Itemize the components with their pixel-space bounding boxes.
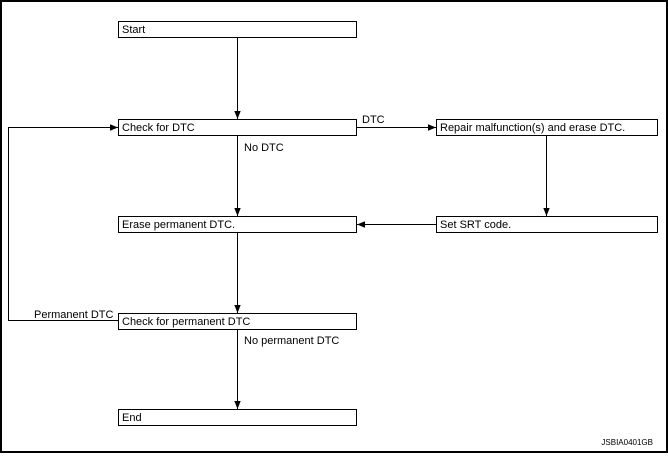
arrow-loop-back-to-check-dtc xyxy=(8,124,118,321)
edge-label-dtc: DTC xyxy=(362,114,385,126)
node-check-dtc-label: Check for DTC xyxy=(122,122,195,134)
node-erase-permanent-label: Erase permanent DTC. xyxy=(122,219,235,231)
node-set-srt: Set SRT code. xyxy=(436,216,658,233)
node-erase-permanent: Erase permanent DTC. xyxy=(118,216,357,233)
edge-label-no-permanent-dtc: No permanent DTC xyxy=(244,335,339,347)
node-repair: Repair malfunction(s) and erase DTC. xyxy=(436,119,658,136)
edge-label-permanent-dtc: Permanent DTC xyxy=(34,309,114,321)
node-end: End xyxy=(118,409,357,426)
edge-label-no-dtc: No DTC xyxy=(244,142,284,154)
node-repair-label: Repair malfunction(s) and erase DTC. xyxy=(440,122,625,134)
node-end-label: End xyxy=(122,412,142,424)
node-check-dtc: Check for DTC xyxy=(118,119,357,136)
figure-code: JSBIA0401GB xyxy=(601,438,653,447)
node-start: Start xyxy=(118,21,357,38)
node-check-permanent: Check for permanent DTC xyxy=(118,313,357,330)
node-start-label: Start xyxy=(122,24,145,36)
node-check-permanent-label: Check for permanent DTC xyxy=(122,316,250,328)
node-set-srt-label: Set SRT code. xyxy=(440,219,511,231)
flowchart: Start Check for DTC Repair malfunction(s… xyxy=(8,21,658,447)
